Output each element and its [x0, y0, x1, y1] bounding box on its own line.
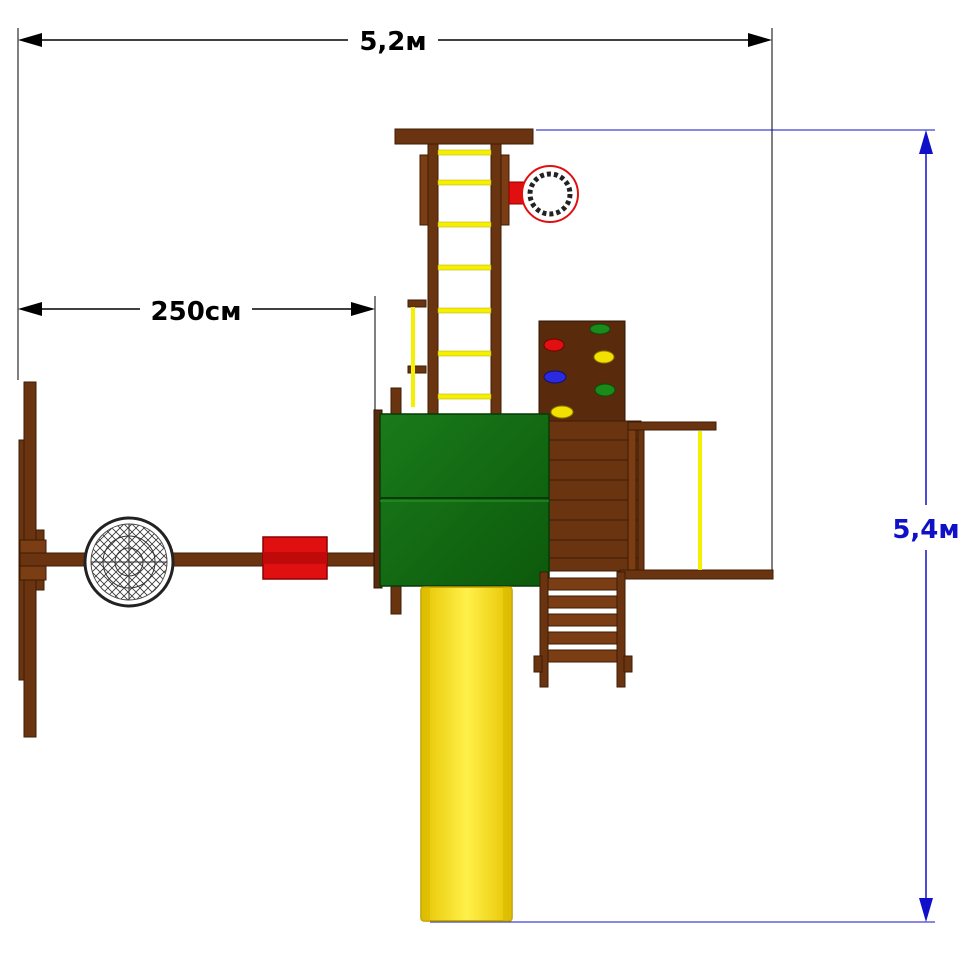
climbing-wall	[538, 320, 626, 422]
dimension-swing-beam: 250см	[18, 296, 376, 420]
tower-stairs	[533, 571, 633, 688]
dimension-width: 5,2м	[17, 27, 773, 572]
swing-beam-length-label: 250см	[151, 297, 242, 327]
climbing-holds	[543, 323, 616, 419]
tower-roof	[379, 413, 550, 587]
side-annex	[619, 421, 774, 580]
tower-deck	[548, 420, 642, 576]
dimension-depth: 5,4м	[430, 129, 960, 923]
basketball-hoop	[508, 165, 579, 223]
climbing-ladder	[394, 128, 534, 417]
overall-width-label: 5,2м	[359, 27, 426, 57]
slide	[420, 586, 513, 922]
nest-swing	[83, 516, 175, 608]
swing-seat	[262, 536, 328, 580]
overall-depth-label: 5,4м	[892, 515, 959, 545]
